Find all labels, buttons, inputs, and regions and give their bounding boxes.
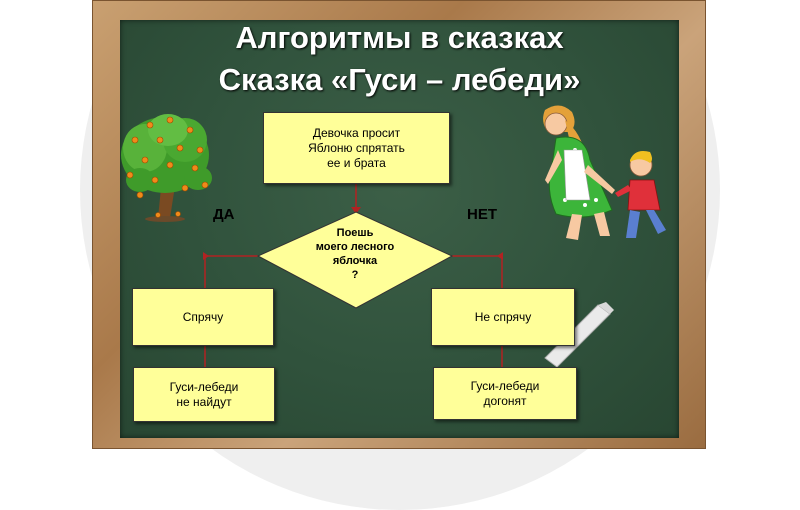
no-result-box: Гуси-лебеди догонят bbox=[433, 367, 577, 420]
apple-tree-icon bbox=[121, 114, 212, 222]
girl-and-brother-icon bbox=[543, 105, 666, 240]
yes-action-box: Спрячу bbox=[132, 288, 274, 346]
decision-text: Поешь моего лесного яблочка ? bbox=[315, 227, 395, 281]
no-action-box: Не спрячу bbox=[431, 288, 575, 346]
start-box: Девочка просит Яблоню спрятать ее и брат… bbox=[263, 112, 450, 184]
connector-yes-branch bbox=[204, 255, 258, 288]
no-label: НЕТ bbox=[467, 206, 497, 223]
arrow-head-left bbox=[203, 252, 209, 260]
yes-label: ДА bbox=[213, 206, 235, 223]
decision-diamond bbox=[256, 211, 454, 309]
chalk-icon bbox=[544, 302, 614, 368]
connector-no-branch bbox=[452, 255, 503, 288]
page-subtitle: Сказка «Гуси – лебеди» bbox=[218, 62, 581, 97]
arrow-head-down bbox=[351, 207, 361, 214]
flowchart-canvas bbox=[121, 105, 666, 368]
yes-result-box: Гуси-лебеди не найдут bbox=[133, 367, 275, 422]
arrow-head-right bbox=[497, 252, 503, 260]
arrow-heads bbox=[203, 207, 503, 260]
page-title: Алгоритмы в сказках bbox=[235, 20, 564, 55]
